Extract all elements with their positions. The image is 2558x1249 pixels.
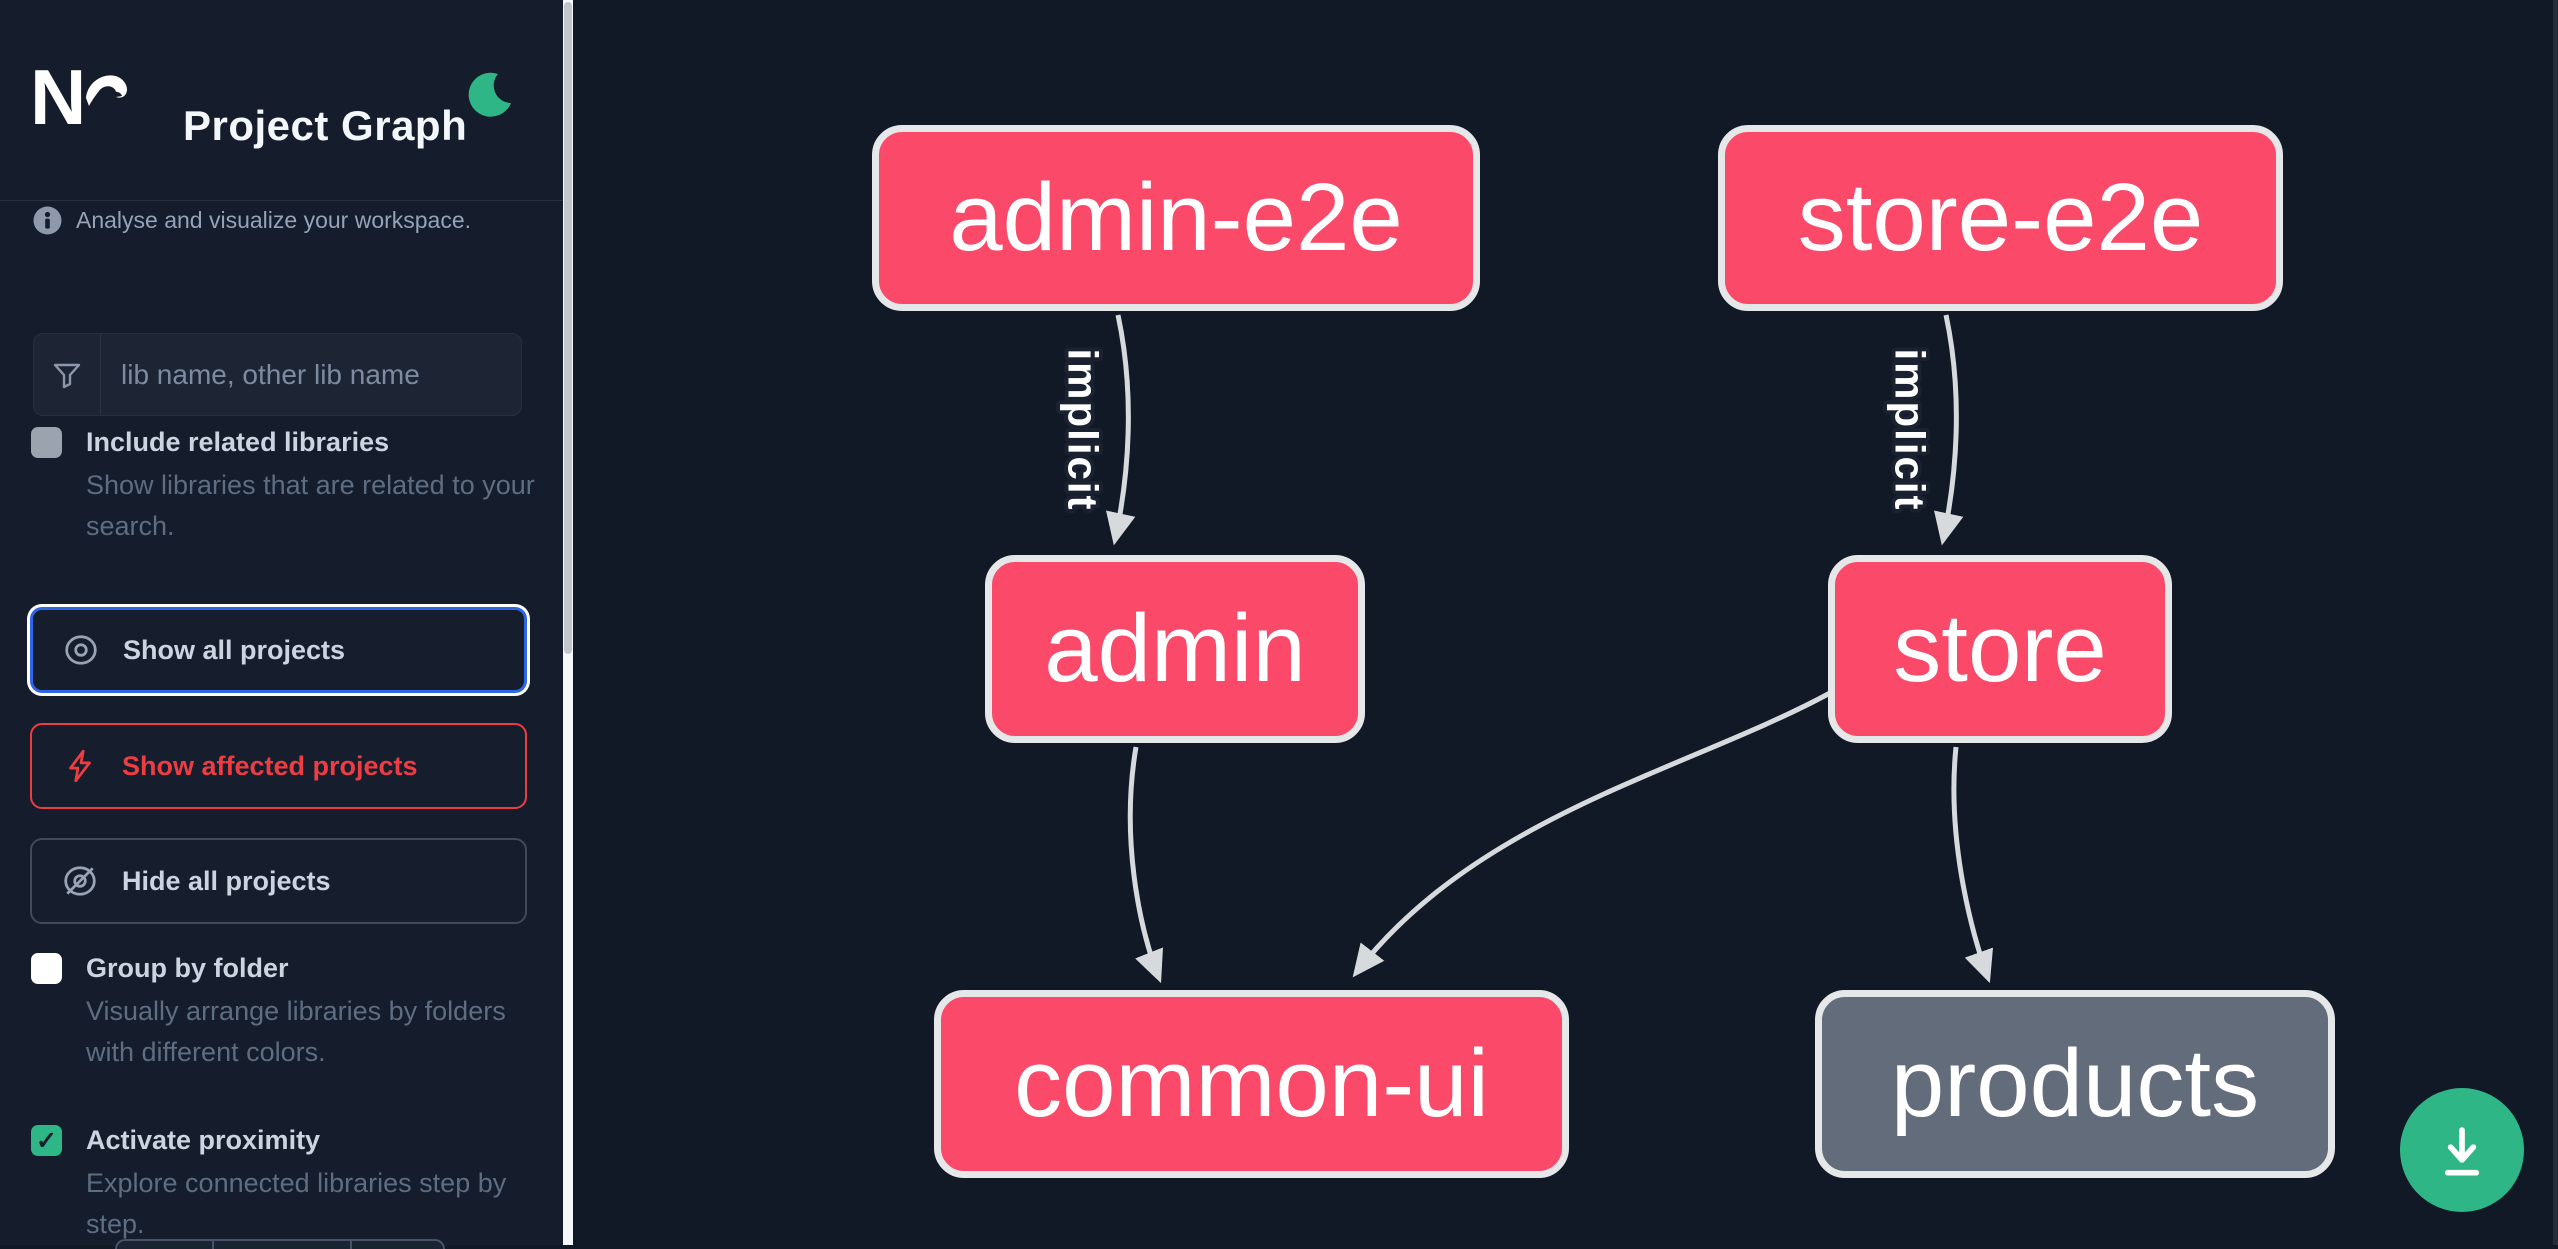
hide-all-projects-button[interactable]: Hide all projects (30, 838, 527, 924)
show-all-projects-label: Show all projects (123, 634, 346, 665)
node-common-ui[interactable]: common-ui (934, 990, 1569, 1178)
edge-admin-to-common-ui (1127, 746, 1164, 984)
proximity-depth-segmented-control[interactable] (115, 1239, 445, 1249)
info-icon (33, 206, 62, 235)
node-admin-e2e[interactable]: admin-e2e (872, 125, 1480, 311)
edge-label-implicit: implicit (1887, 348, 1934, 511)
option-label: Activate proximity (86, 1125, 321, 1155)
filter-icon (34, 334, 101, 415)
edge-store-to-common-ui (1352, 690, 1832, 978)
node-label: admin-e2e (949, 164, 1403, 271)
show-affected-projects-label: Show affected projects (122, 750, 418, 781)
search-box (33, 333, 522, 416)
option-label: Group by folder (86, 953, 289, 983)
edge-store-e2e-to-store (1934, 314, 1964, 546)
eye-icon (65, 635, 97, 665)
option-activate-proximity: Activate proximity Explore connected lib… (31, 1121, 511, 1245)
include-related-checkbox[interactable] (31, 427, 62, 458)
graph-canvas[interactable]: implicit implicit admin-e2e store-e2e ad… (573, 0, 2558, 1245)
edge-store-to-products (1951, 746, 1994, 984)
node-label: store-e2e (1797, 164, 2204, 271)
workspace-tagline: Analyse and visualize your workspace. (76, 207, 472, 233)
option-description: Explore connected libraries step by step… (86, 1168, 507, 1239)
node-label: admin (1044, 595, 1306, 702)
edge-admin-e2e-to-admin (1106, 314, 1136, 546)
node-store-e2e[interactable]: store-e2e (1718, 125, 2283, 311)
theme-toggle-button[interactable] (462, 68, 518, 124)
edge-layer: implicit implicit (1056, 314, 1994, 984)
node-label: store (1893, 595, 2107, 702)
edge-label-implicit: implicit (1060, 348, 1107, 511)
hide-all-projects-label: Hide all projects (122, 865, 331, 896)
group-by-folder-checkbox[interactable] (31, 953, 62, 984)
sidebar-scrollbar-track[interactable] (563, 0, 573, 1245)
option-group-by-folder: Group by folder Visually arrange librari… (31, 949, 511, 1073)
activate-proximity-checkbox[interactable] (31, 1125, 62, 1156)
svg-text:N: N (30, 58, 86, 138)
node-products[interactable]: products (1815, 990, 2335, 1178)
option-include-related: Include related libraries Show libraries… (31, 423, 535, 547)
lightning-icon (69, 749, 91, 783)
download-icon (2444, 1127, 2480, 1176)
eye-off-icon (64, 866, 96, 896)
page-scrollbar-gutter[interactable] (2553, 0, 2558, 1245)
header-divider (0, 200, 563, 201)
option-description: Show libraries that are related to your … (86, 470, 535, 541)
download-graph-button[interactable] (2400, 1088, 2524, 1212)
node-admin[interactable]: admin (985, 555, 1365, 743)
show-all-projects-button[interactable]: Show all projects (30, 607, 527, 693)
sidebar: N Project Graph Analyse and visualize yo… (0, 0, 563, 1249)
option-label: Include related libraries (86, 427, 390, 457)
option-description: Visually arrange libraries by folders wi… (86, 996, 506, 1067)
search-input[interactable] (101, 334, 521, 415)
node-label: common-ui (1014, 1030, 1489, 1137)
moon-icon (468, 72, 511, 117)
sidebar-scrollbar-thumb[interactable] (564, 2, 572, 654)
nx-logo-icon: N (30, 58, 127, 138)
show-affected-projects-button[interactable]: Show affected projects (30, 723, 527, 809)
page-title: Project Graph (183, 102, 468, 150)
node-store[interactable]: store (1828, 555, 2172, 743)
node-label: products (1890, 1030, 2260, 1137)
